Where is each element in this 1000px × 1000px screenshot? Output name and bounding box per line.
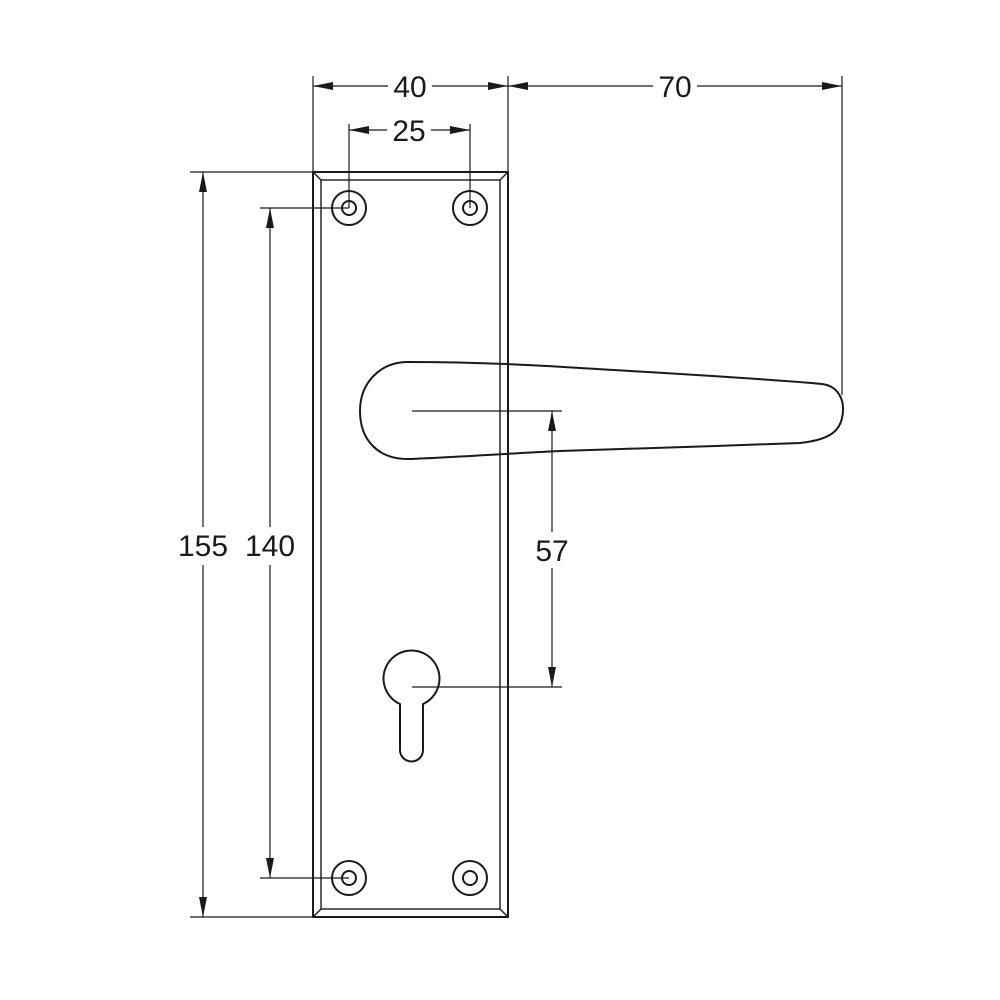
dimension-screw-spacing-vertical: 140 [238,208,302,878]
keyhole [382,649,441,763]
dimension-screw-spacing-horizontal: 25 [349,112,470,148]
backplate-inner-edge [320,179,501,910]
dimension-label-plate-height: 155 [178,530,228,563]
backplate-bevel-top-right [499,171,509,181]
dimension-label-plate-width: 40 [393,71,426,104]
lever-handle [359,361,844,460]
dimension-label-handle-to-keyhole: 57 [535,535,568,568]
dimension-handle-to-keyhole: 57 [530,411,574,687]
dimension-label-screw-spacing-vertical: 140 [245,530,295,563]
screw-hole-bottom-right [452,860,488,896]
dimension-label-screw-spacing-horizontal: 25 [392,115,425,148]
dimension-handle-projection: 70 [508,68,842,104]
backplate-outer-edge [312,171,509,918]
dimension-plate-height: 155 [172,172,234,917]
backplate-bevel-bottom-right [499,908,509,918]
dimension-label-handle-projection: 70 [658,71,691,104]
dimension-plate-width: 40 [313,68,508,104]
backplate-bevel-bottom-left [312,908,322,918]
backplate-bevel-top-left [312,171,322,181]
backplate [312,171,509,918]
